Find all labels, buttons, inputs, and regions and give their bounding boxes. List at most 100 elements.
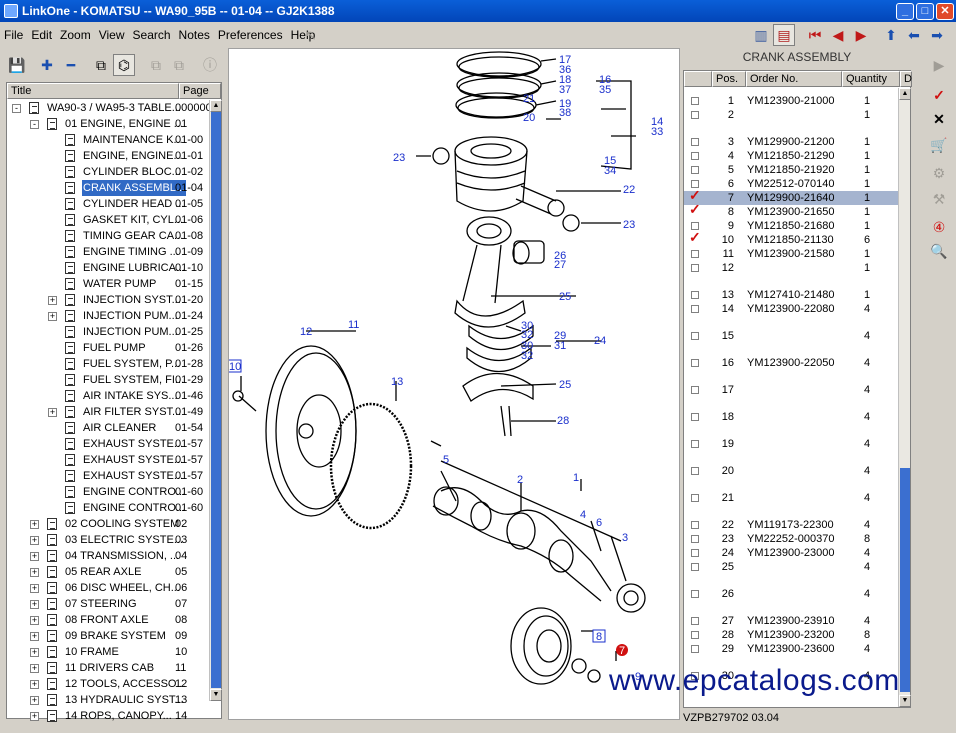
tree-item[interactable]: ENGINE CONTRO...01-60 — [7, 500, 207, 516]
menu-view[interactable]: View — [98, 28, 125, 42]
parts-row[interactable] — [684, 478, 898, 492]
expand-icon[interactable]: + — [30, 551, 39, 561]
row-checkbox[interactable] — [691, 291, 699, 299]
callout-2[interactable]: 2 — [517, 474, 523, 486]
callout-15[interactable]: 15 — [604, 155, 616, 167]
tree-item[interactable]: +14 ROPS, CANOPY...14 — [7, 708, 207, 724]
callout-26[interactable]: 26 — [554, 250, 566, 262]
row-checkbox[interactable] — [691, 152, 699, 160]
tree-item[interactable]: EXHAUST SYSTE...01-57 — [7, 436, 207, 452]
parts-row[interactable] — [684, 505, 898, 519]
parts-header-qty[interactable]: Quantity — [842, 71, 900, 87]
callout-19[interactable]: 19 — [559, 98, 571, 110]
expand-icon[interactable]: + — [30, 679, 39, 689]
copy-icon[interactable]: ⧉ — [96, 57, 106, 73]
callout-34[interactable]: 34 — [604, 165, 616, 177]
parts-row[interactable]: C — [684, 275, 910, 289]
callout-28[interactable]: 28 — [557, 415, 569, 427]
expand-icon[interactable]: + — [30, 663, 39, 673]
tree-item[interactable]: EXHAUST SYSTE...01-57 — [7, 452, 207, 468]
parts-scroll-down-icon[interactable]: ▼ — [899, 695, 911, 707]
info-icon[interactable]: ⓘ — [203, 57, 217, 73]
callout-3[interactable]: 3 — [622, 532, 628, 544]
row-checkbox[interactable] — [691, 166, 699, 174]
menu-file[interactable]: File — [4, 28, 24, 42]
menu-search[interactable]: Search — [132, 28, 171, 42]
callout-25b[interactable]: 25 — [559, 379, 571, 391]
callout-20[interactable]: 20 — [523, 112, 535, 124]
parts-header-pos[interactable]: Pos. — [712, 71, 746, 87]
checkmark-icon[interactable]: ✓ — [689, 187, 701, 203]
tools-icon[interactable]: ⚒ — [932, 191, 946, 207]
tree-item[interactable]: +03 ELECTRIC SYSTE...03 — [7, 532, 207, 548]
tree-item[interactable]: TIMING GEAR CA...01-08 — [7, 228, 207, 244]
scroll-down-icon[interactable]: ▼ — [210, 689, 222, 701]
books-icon[interactable]: ▥ — [754, 27, 768, 43]
callout-38[interactable]: 38 — [559, 107, 571, 119]
checkmark-icon[interactable]: ✓ — [689, 201, 701, 217]
parts-row[interactable]: C — [684, 600, 910, 614]
callout-36[interactable]: 36 — [559, 64, 571, 76]
paste-icon[interactable]: ⧉ — [151, 57, 161, 73]
number-badge-icon[interactable]: ④ — [932, 219, 946, 235]
checkmark-icon[interactable]: ✓ — [689, 229, 701, 245]
tree-header-page[interactable]: Page — [179, 83, 221, 99]
expand-icon[interactable]: + — [30, 695, 39, 705]
row-checkbox[interactable] — [691, 467, 699, 475]
add-icon[interactable]: ✚ — [41, 57, 53, 73]
callout-12[interactable]: 12 — [300, 326, 312, 338]
parts-header-check[interactable] — [684, 71, 712, 87]
tree-item[interactable]: +INJECTION SYST...01-20 — [7, 292, 207, 308]
row-checkbox[interactable] — [691, 440, 699, 448]
expand-icon[interactable]: + — [30, 631, 39, 641]
tree-item[interactable]: ENGINE CONTRO...01-60 — [7, 484, 207, 500]
parts-row[interactable] — [684, 424, 898, 438]
callout-14[interactable]: 14 — [651, 116, 663, 128]
scroll-thumb[interactable] — [211, 112, 221, 688]
callout-11[interactable]: 11 — [348, 319, 359, 331]
row-checkbox[interactable] — [691, 138, 699, 146]
row-checkbox[interactable] — [691, 535, 699, 543]
callout-33[interactable]: 33 — [651, 126, 663, 138]
pointer-icon[interactable]: ↖ — [305, 27, 317, 43]
check-icon[interactable]: ✓ — [933, 87, 945, 103]
parts-scrollbar[interactable]: ▲ ▼ — [898, 88, 911, 707]
callout-4[interactable]: 4 — [580, 509, 586, 521]
expand-icon[interactable]: + — [30, 599, 39, 609]
forward-icon[interactable]: ➡ — [931, 27, 943, 43]
expand-icon[interactable]: + — [30, 647, 39, 657]
row-checkbox[interactable] — [691, 332, 699, 340]
row-checkbox[interactable] — [691, 250, 699, 258]
callout-10[interactable]: 10 — [229, 361, 241, 373]
clear-icon[interactable]: ✕ — [933, 111, 945, 127]
callout-22[interactable]: 22 — [623, 184, 635, 196]
close-button[interactable]: ✕ — [936, 2, 954, 20]
play-icon[interactable]: ▶ — [933, 57, 945, 73]
callout-5[interactable]: 5 — [443, 454, 449, 466]
tree-item[interactable]: +12 TOOLS, ACCESSO...12 — [7, 676, 207, 692]
callout-30a[interactable]: 30 — [521, 320, 533, 332]
tree-item[interactable]: INJECTION PUM...01-25 — [7, 324, 207, 340]
expand-icon[interactable]: + — [30, 615, 39, 625]
parts-header-order[interactable]: Order No. — [746, 71, 842, 87]
tree-scrollbar[interactable]: ▲ ▼ — [209, 100, 222, 701]
tree-item[interactable]: +13 HYDRAULIC SYST...13 — [7, 692, 207, 708]
